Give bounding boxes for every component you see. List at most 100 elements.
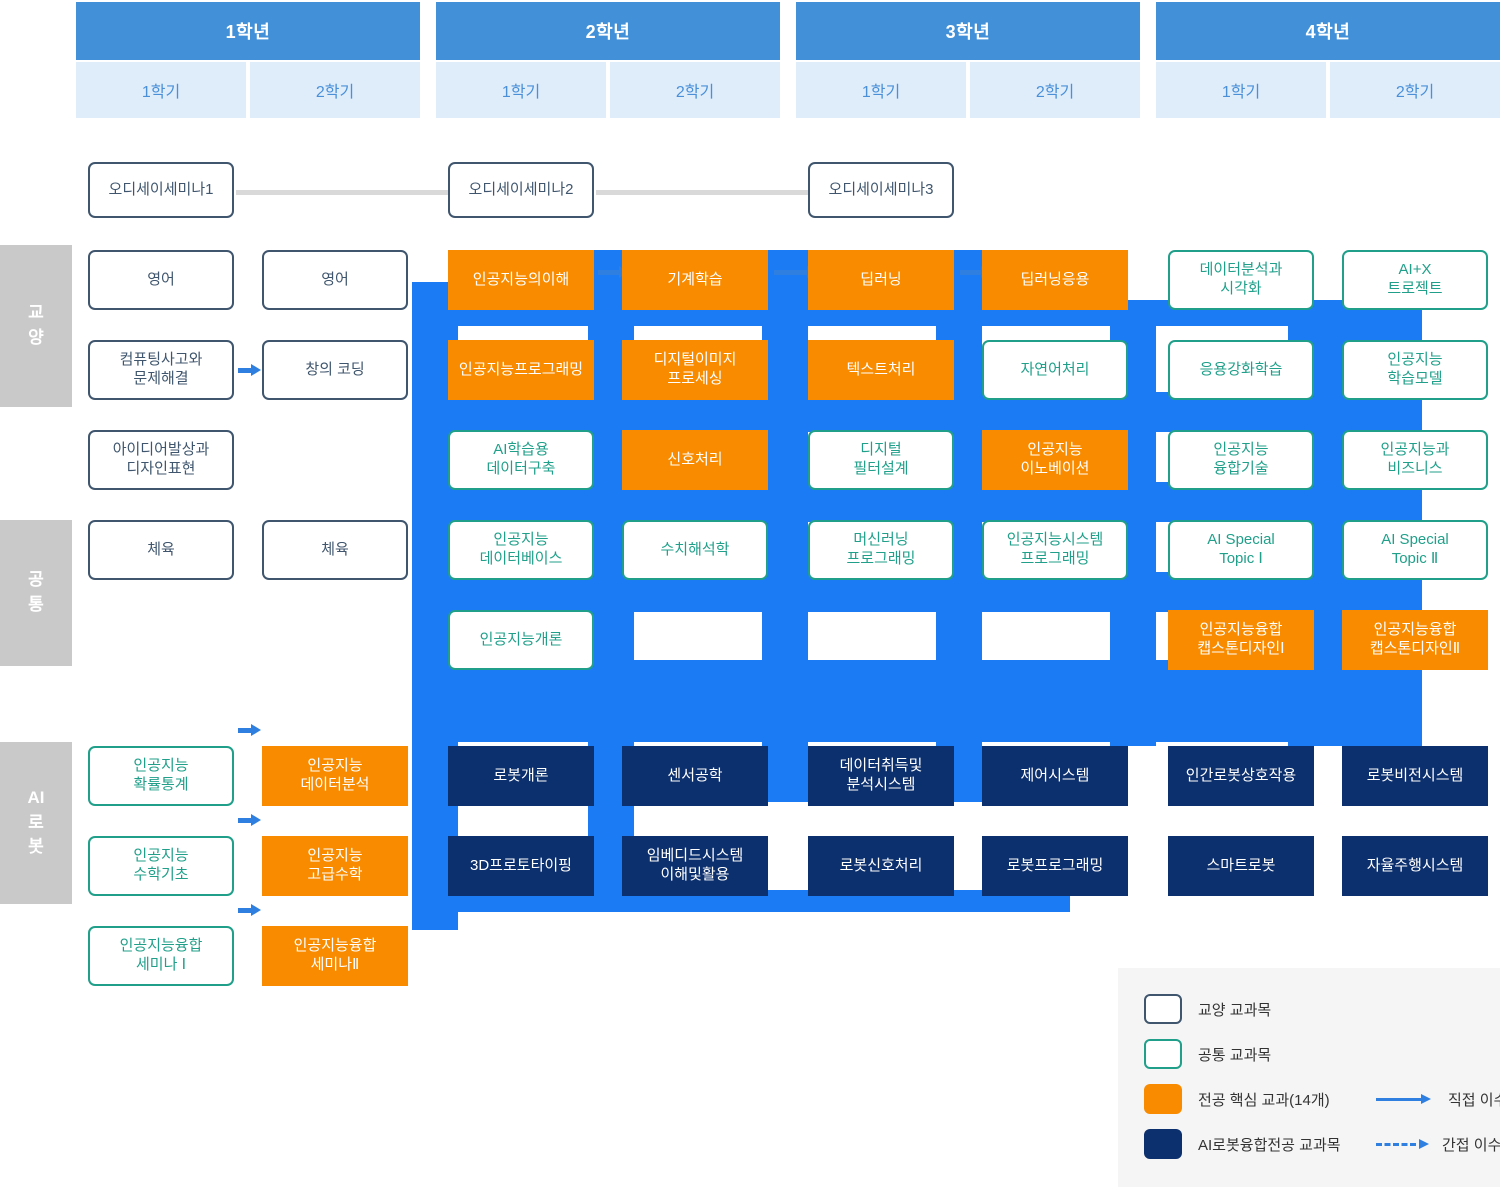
course-box[interactable]: 자율주행시스템 xyxy=(1342,836,1488,896)
course-box[interactable]: AI Special Topic Ⅱ xyxy=(1342,520,1488,580)
legend-item-airobot: AI로봇융합전공 교과목 xyxy=(1144,1127,1341,1161)
course-box[interactable]: 영어 xyxy=(262,250,408,310)
arrow-computing-to-coding xyxy=(238,364,261,376)
legend-swatch-gongtong xyxy=(1144,1039,1182,1069)
arrow-math-to-advmath xyxy=(238,814,261,826)
course-box[interactable]: 센서공학 xyxy=(622,746,768,806)
course-box[interactable]: 인공지능 융합기술 xyxy=(1168,430,1314,490)
arrow-ai-understanding-to-ml xyxy=(598,266,629,278)
legend-item-major: 전공 핵심 교과(14개) xyxy=(1144,1082,1330,1116)
semester-header-y1-s1: 1학기 xyxy=(76,62,246,118)
course-box[interactable]: 인공지능프로그래밍 xyxy=(448,340,594,400)
course-box[interactable]: 로봇신호처리 xyxy=(808,836,954,896)
course-box[interactable]: 인공지능 수학기초 xyxy=(88,836,234,896)
seminar-link-1 xyxy=(236,190,458,195)
course-box[interactable]: 인간로봇상호작용 xyxy=(1168,746,1314,806)
legend-item-gyoyang: 교양 교과목 xyxy=(1144,992,1271,1026)
course-box[interactable]: 디지털 필터설계 xyxy=(808,430,954,490)
year-header-4: 4학년 xyxy=(1156,2,1500,60)
seminar-link-2 xyxy=(596,190,820,195)
legend-label: 공통 교과목 xyxy=(1198,1046,1272,1064)
course-box[interactable]: 인공지능 학습모델 xyxy=(1342,340,1488,400)
year-header-1: 1학년 xyxy=(76,2,420,60)
arrow-prob-to-dataanalysis xyxy=(238,724,261,736)
course-box[interactable]: 인공지능 데이터분석 xyxy=(262,746,408,806)
course-box[interactable]: 인공지능의이해 xyxy=(448,250,594,310)
flow-band xyxy=(762,742,808,802)
course-box[interactable]: 딥러닝 xyxy=(808,250,954,310)
course-box[interactable]: 머신러닝 프로그래밍 xyxy=(808,520,954,580)
course-box[interactable]: 응용강화학습 xyxy=(1168,340,1314,400)
legend-arrow-solid: 직접 이수 xyxy=(1376,1082,1500,1116)
course-box[interactable]: 수치해석학 xyxy=(622,520,768,580)
course-box[interactable]: 인공지능융합 세미나Ⅱ xyxy=(262,926,408,986)
course-box[interactable]: 로봇프로그래밍 xyxy=(982,836,1128,896)
legend-arrow-dashed: 간접 이수 xyxy=(1376,1127,1500,1161)
semester-header-y3-s2: 2학기 xyxy=(970,62,1140,118)
course-box[interactable]: 인공지능융합 캡스톤디자인Ⅱ xyxy=(1342,610,1488,670)
course-box[interactable]: 인공지능융합 캡스톤디자인Ⅰ xyxy=(1168,610,1314,670)
course-box[interactable]: 3D프로토타이핑 xyxy=(448,836,594,896)
legend-label: 교양 교과목 xyxy=(1198,1001,1272,1019)
course-box[interactable]: 텍스트처리 xyxy=(808,340,954,400)
seminar-box-1[interactable]: 오디세이세미나1 xyxy=(88,162,234,218)
legend-item-gongtong: 공통 교과목 xyxy=(1144,1037,1271,1071)
seminar-box-2[interactable]: 오디세이세미나2 xyxy=(448,162,594,218)
legend-label: 전공 핵심 교과(14개) xyxy=(1198,1091,1330,1109)
course-box[interactable]: 임베디드시스템 이해및활용 xyxy=(622,836,768,896)
course-box[interactable]: 아이디어발상과 디자인표현 xyxy=(88,430,234,490)
semester-header-y4-s2: 2학기 xyxy=(1330,62,1500,118)
legend-label: AI로봇융합전공 교과목 xyxy=(1198,1136,1341,1154)
flow-band xyxy=(1288,700,1422,746)
course-box[interactable]: 영어 xyxy=(88,250,234,310)
semester-header-y2-s1: 1학기 xyxy=(436,62,606,118)
course-box[interactable]: AI+X 트로젝트 xyxy=(1342,250,1488,310)
legend-arrow-label: 직접 이수 xyxy=(1448,1091,1500,1109)
course-box[interactable]: 기계학습 xyxy=(622,250,768,310)
semester-header-y1-s2: 2학기 xyxy=(250,62,420,118)
legend-swatch-major xyxy=(1144,1084,1182,1114)
solid-arrow-icon xyxy=(1376,1093,1431,1104)
course-box[interactable]: 체육 xyxy=(88,520,234,580)
course-box[interactable]: 데이터분석과 시각화 xyxy=(1168,250,1314,310)
flow-band xyxy=(1110,700,1156,746)
arrow-ml-to-deeplearning xyxy=(774,266,817,278)
course-box[interactable]: 제어시스템 xyxy=(982,746,1128,806)
legend-swatch-airobot xyxy=(1144,1129,1182,1159)
seminar-box-3[interactable]: 오디세이세미나3 xyxy=(808,162,954,218)
course-box[interactable]: 컴퓨팅사고와 문제해결 xyxy=(88,340,234,400)
semester-header-y2-s2: 2학기 xyxy=(610,62,780,118)
course-box[interactable]: 창의 코딩 xyxy=(262,340,408,400)
course-box[interactable]: 인공지능과 비즈니스 xyxy=(1342,430,1488,490)
course-box[interactable]: 로봇개론 xyxy=(448,746,594,806)
course-box[interactable]: 스마트로봇 xyxy=(1168,836,1314,896)
course-box[interactable]: 디지털이미지 프로세싱 xyxy=(622,340,768,400)
course-box[interactable]: 인공지능 데이터베이스 xyxy=(448,520,594,580)
course-box[interactable]: 인공지능개론 xyxy=(448,610,594,670)
course-box[interactable]: 로봇비전시스템 xyxy=(1342,746,1488,806)
arrow-dl-to-dlapplied xyxy=(960,266,991,278)
course-box[interactable]: 인공지능 이노베이션 xyxy=(982,430,1128,490)
legend-swatch-gyoyang xyxy=(1144,994,1182,1024)
year-header-3: 3학년 xyxy=(796,2,1140,60)
dashed-arrow-icon xyxy=(1376,1139,1429,1149)
course-box[interactable]: AI Special Topic Ⅰ xyxy=(1168,520,1314,580)
semester-header-y3-s1: 1학기 xyxy=(796,62,966,118)
course-box[interactable]: 인공지능시스템 프로그래밍 xyxy=(982,520,1128,580)
course-box[interactable]: 딥러닝응용 xyxy=(982,250,1128,310)
course-box[interactable]: 체육 xyxy=(262,520,408,580)
course-box[interactable]: 자연어처리 xyxy=(982,340,1128,400)
legend-arrow-label: 간접 이수 xyxy=(1442,1136,1500,1154)
course-box[interactable]: 인공지능융합 세미나 Ⅰ xyxy=(88,926,234,986)
course-box[interactable]: 인공지능 고급수학 xyxy=(262,836,408,896)
course-box[interactable]: 데이터취득및 분석시스템 xyxy=(808,746,954,806)
flow-band xyxy=(412,700,662,742)
course-box[interactable]: 인공지능 확률통계 xyxy=(88,746,234,806)
course-box[interactable]: AI학습용 데이터구축 xyxy=(448,430,594,490)
course-box[interactable]: 신호처리 xyxy=(622,430,768,490)
